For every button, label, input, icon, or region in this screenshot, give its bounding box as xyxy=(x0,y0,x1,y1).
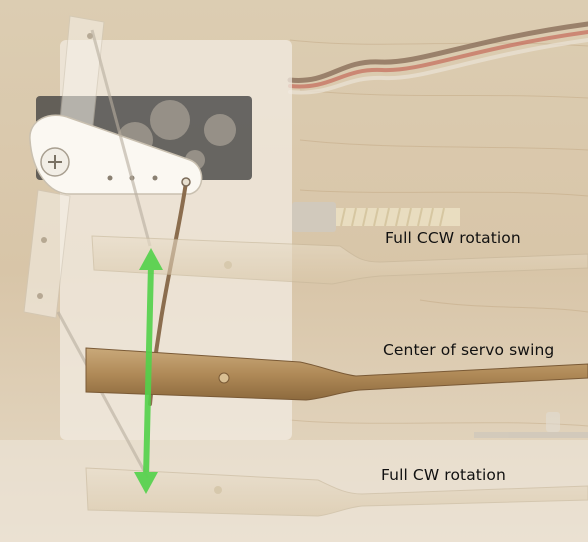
ghost-horn-lower xyxy=(23,189,71,319)
ghost-arm-cw xyxy=(85,467,588,517)
ghost-arm-ccw xyxy=(91,235,588,285)
ghost-pushrods xyxy=(56,29,152,479)
small-screw xyxy=(474,412,588,438)
label-full-ccw-rotation: Full CCW rotation xyxy=(385,229,521,247)
control-arm-center xyxy=(85,347,588,401)
servo-cable xyxy=(287,21,588,95)
label-center-of-servo-swing: Center of servo swing xyxy=(383,341,555,359)
servo-horn xyxy=(29,114,203,195)
range-arrow xyxy=(134,248,163,494)
mounting-bolt xyxy=(292,202,460,232)
label-full-cw-rotation: Full CW rotation xyxy=(381,466,506,484)
